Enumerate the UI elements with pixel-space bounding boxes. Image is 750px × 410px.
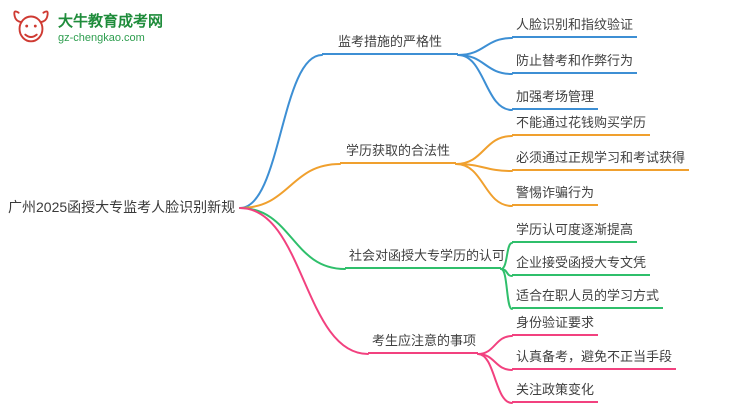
site-logo: 大牛教育成考网 gz-chengkao.com [10, 6, 163, 53]
connectors-branch-legality [239, 135, 513, 209]
site-domain: gz-chengkao.com [58, 32, 145, 44]
leaf-node: 认真备考，避免不正当手段 [512, 348, 677, 370]
leaf-node: 企业接受函授大专文凭 [512, 254, 651, 276]
leaf-node: 不能通过花钱购买学历 [512, 114, 651, 136]
branch-node-notes: 考生应注意的事项 [368, 332, 478, 354]
site-name: 大牛教育成考网 [58, 13, 164, 31]
leaf-node: 加强考场管理 [512, 88, 599, 110]
leaf-node: 警惕诈骗行为 [512, 184, 599, 206]
bull-icon [10, 6, 52, 53]
connectors-branch-supervision [239, 37, 513, 209]
leaf-node: 人脸识别和指纹验证 [512, 16, 638, 38]
connectors-branch-notes [239, 207, 513, 404]
leaf-node: 学历认可度逐渐提高 [512, 221, 638, 243]
leaf-node: 防止替考和作弊行为 [512, 52, 638, 74]
leaf-node: 身份验证要求 [512, 314, 599, 336]
leaf-node: 关注政策变化 [512, 381, 599, 403]
leaf-node: 必须通过正规学习和考试获得 [512, 149, 690, 171]
branch-node-recognition: 社会对函授大专学历的认可 [345, 247, 505, 269]
branch-node-legality: 学历获取的合法性 [340, 142, 456, 164]
leaf-node: 适合在职人员的学习方式 [512, 287, 664, 309]
root-node: 广州2025函授大专监考人脸识别新规 [8, 199, 236, 215]
branch-node-supervision: 监考措施的严格性 [322, 33, 458, 55]
